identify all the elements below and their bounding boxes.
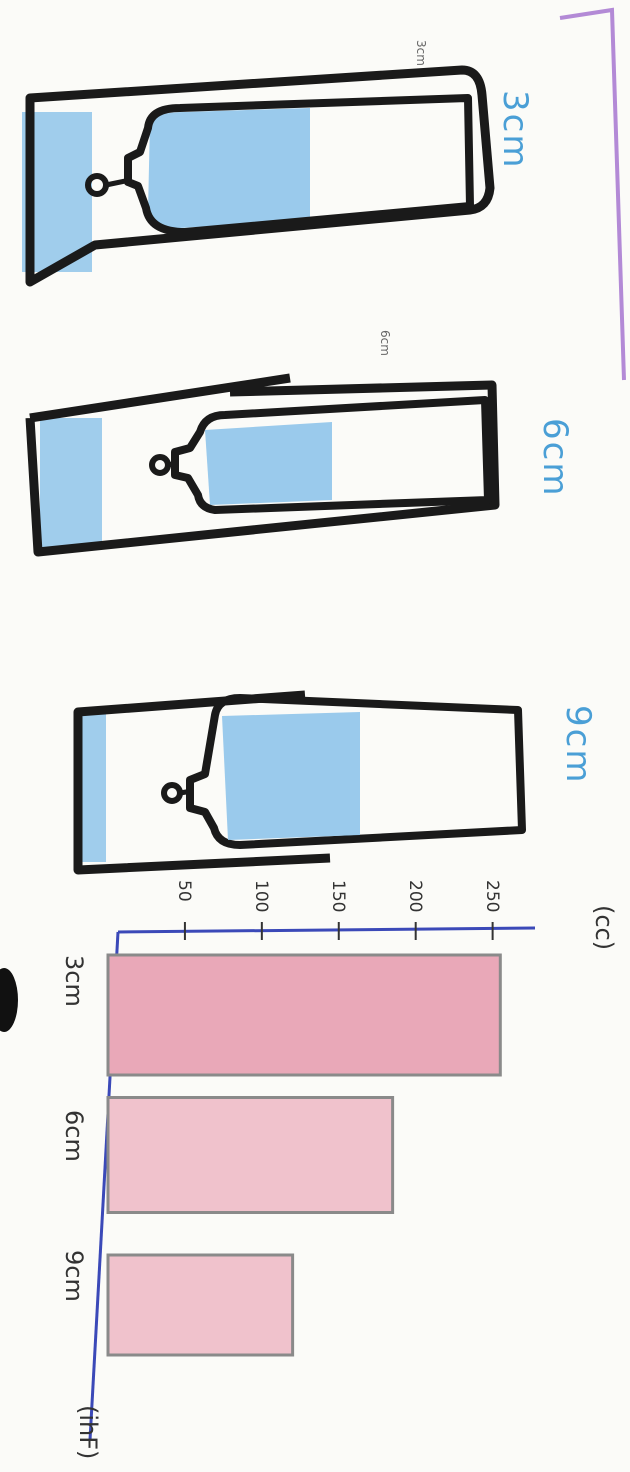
category-axis-label: (ihF)	[74, 1405, 102, 1459]
tick-label-200: 200	[405, 880, 425, 912]
bar-9cm	[108, 1255, 293, 1355]
bar-6cm	[108, 1098, 393, 1213]
value-axis-label: (cc)	[590, 905, 618, 950]
bar-3cm	[108, 955, 500, 1075]
height-mark-6cm: 6cm	[378, 330, 392, 356]
value-axis	[118, 928, 535, 932]
height-mark-3cm: 3cm	[414, 40, 428, 66]
container-label-3cm: 3cm	[495, 90, 535, 169]
page-border	[560, 10, 624, 380]
tick-label-250: 250	[482, 880, 502, 912]
ink-blob	[0, 968, 18, 1032]
container-3cm	[22, 70, 490, 282]
tick-label-150: 150	[328, 880, 348, 912]
bar-chart	[90, 922, 535, 1440]
container-label-9cm: 9cm	[558, 705, 598, 784]
category-label-9cm: 9cm	[60, 1250, 88, 1302]
tick-label-50: 50	[174, 880, 194, 902]
container-9cm	[78, 695, 522, 870]
container-label-6cm: 6cm	[535, 418, 575, 497]
container-6cm	[30, 378, 495, 552]
category-label-3cm: 3cm	[60, 955, 88, 1007]
category-label-6cm: 6cm	[60, 1110, 88, 1162]
tick-label-100: 100	[251, 880, 271, 912]
